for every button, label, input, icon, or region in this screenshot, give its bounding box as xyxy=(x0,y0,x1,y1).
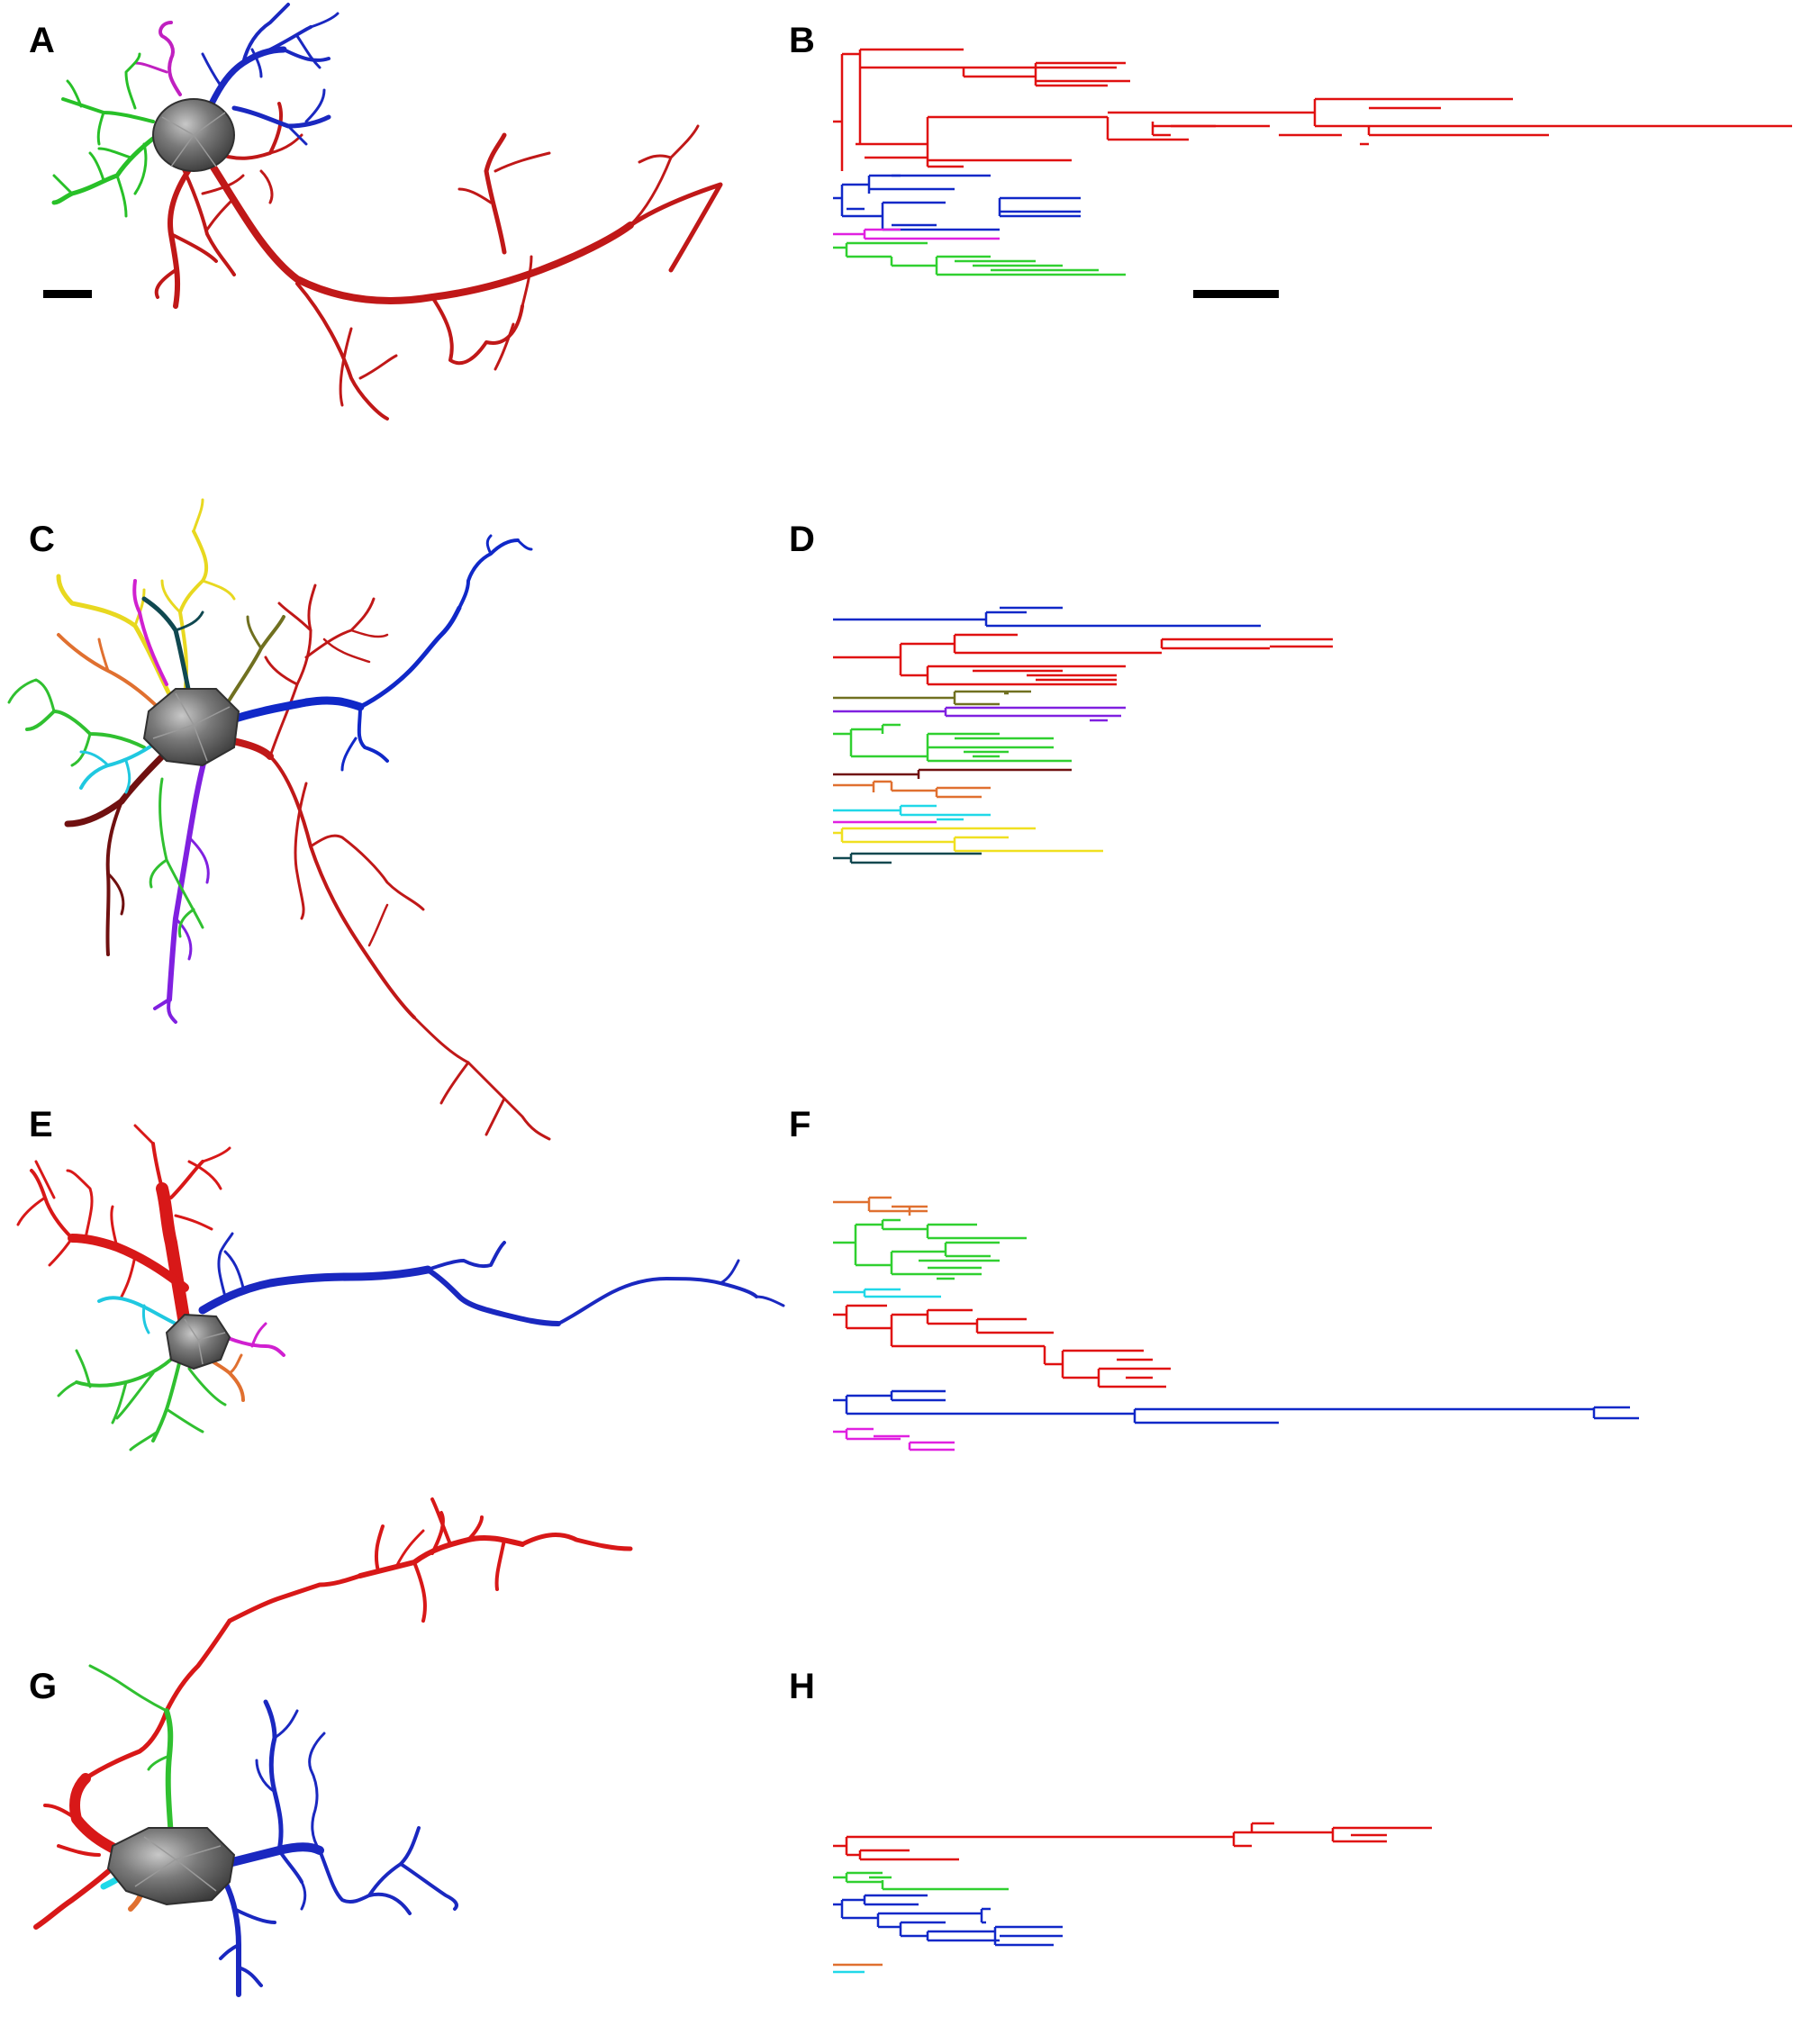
panel-letter-a: A xyxy=(29,21,55,60)
dendrite-cyan-e xyxy=(97,1296,177,1334)
dendrogram-cyan-d xyxy=(833,804,991,821)
soma-e xyxy=(165,1313,231,1370)
dendrogram-red-d xyxy=(833,633,1333,686)
panel-e: E xyxy=(16,1105,785,1452)
dendrite-red-c xyxy=(217,583,551,1141)
dendrogram-olive-d xyxy=(833,690,1031,706)
panel-letter-g: G xyxy=(29,1667,57,1706)
dendrite-purple-c xyxy=(153,754,210,1024)
panel-letter-f: F xyxy=(789,1105,810,1144)
dendrite-green-g xyxy=(88,1664,174,1840)
dendrite-blue-c xyxy=(225,534,533,772)
panel-c: C xyxy=(7,498,551,1141)
panel-letter-c: C xyxy=(29,520,55,559)
dendrite-cyan-c xyxy=(79,737,164,794)
soma-g xyxy=(106,1827,236,1906)
dendrite-blue-g xyxy=(219,1699,458,1997)
dendrogram-red-f xyxy=(833,1304,1171,1388)
dendrite-red xyxy=(154,102,723,421)
panel-letter-e: E xyxy=(29,1105,53,1144)
dendrogram-green-f xyxy=(833,1218,1027,1280)
dendrite-green-e xyxy=(57,1349,227,1452)
dendrogram-cyan-f xyxy=(833,1288,941,1298)
dendrite-blue-e xyxy=(198,1232,785,1326)
panel-h: H xyxy=(789,1667,1432,1974)
dendrogram-green-d xyxy=(833,723,1072,763)
panel-letter-b: B xyxy=(789,21,815,60)
dendrogram-maroon-d xyxy=(833,768,1072,779)
scale-bar-b xyxy=(1193,290,1279,298)
dendrogram-orange-d xyxy=(833,780,991,799)
panel-f: F xyxy=(789,1105,1639,1452)
dendrogram-yellow-d xyxy=(833,827,1103,853)
dendrite-teal-c xyxy=(141,596,204,696)
dendrite-green-c xyxy=(7,678,204,938)
scale-bar-a xyxy=(43,290,92,298)
dendrite-green xyxy=(51,52,160,218)
dendrite-red-e xyxy=(16,1124,231,1330)
panel-a: A xyxy=(29,3,723,421)
dendrogram-teal-d xyxy=(833,852,982,864)
dendrite-olive-c xyxy=(223,615,285,709)
soma-a xyxy=(152,98,235,172)
dendrite-magenta xyxy=(133,21,182,96)
dendrogram-purple-d xyxy=(833,706,1126,722)
dendrogram-magenta xyxy=(833,228,1000,240)
dendrogram-blue xyxy=(833,174,1081,231)
dendrite-magenta-e xyxy=(214,1322,285,1357)
dendrogram-magenta-f xyxy=(833,1427,955,1452)
soma-c xyxy=(142,688,240,767)
dendrite-blue xyxy=(201,3,340,146)
panel-g: G xyxy=(29,1497,633,1997)
dendrogram-green-h xyxy=(833,1871,1009,1891)
panel-letter-h: H xyxy=(789,1667,815,1706)
dendrogram-blue-h xyxy=(833,1894,1063,1947)
dendrogram-orange-f xyxy=(833,1196,928,1216)
panel-letter-d: D xyxy=(789,520,815,559)
dendrogram-green xyxy=(833,241,1126,276)
dendrite-yellow-c xyxy=(56,498,236,701)
dendrite-magenta-c xyxy=(132,579,168,686)
dendrogram-red xyxy=(833,48,1792,171)
dendrite-maroon-c xyxy=(64,735,184,956)
panel-d: D xyxy=(789,520,1333,864)
panel-b: B xyxy=(789,21,1792,298)
dendrogram-blue-d xyxy=(833,606,1261,628)
dendrite-orange-c xyxy=(57,633,164,713)
dendrogram-blue-f xyxy=(833,1389,1639,1424)
dendrogram-red-h xyxy=(833,1822,1432,1861)
